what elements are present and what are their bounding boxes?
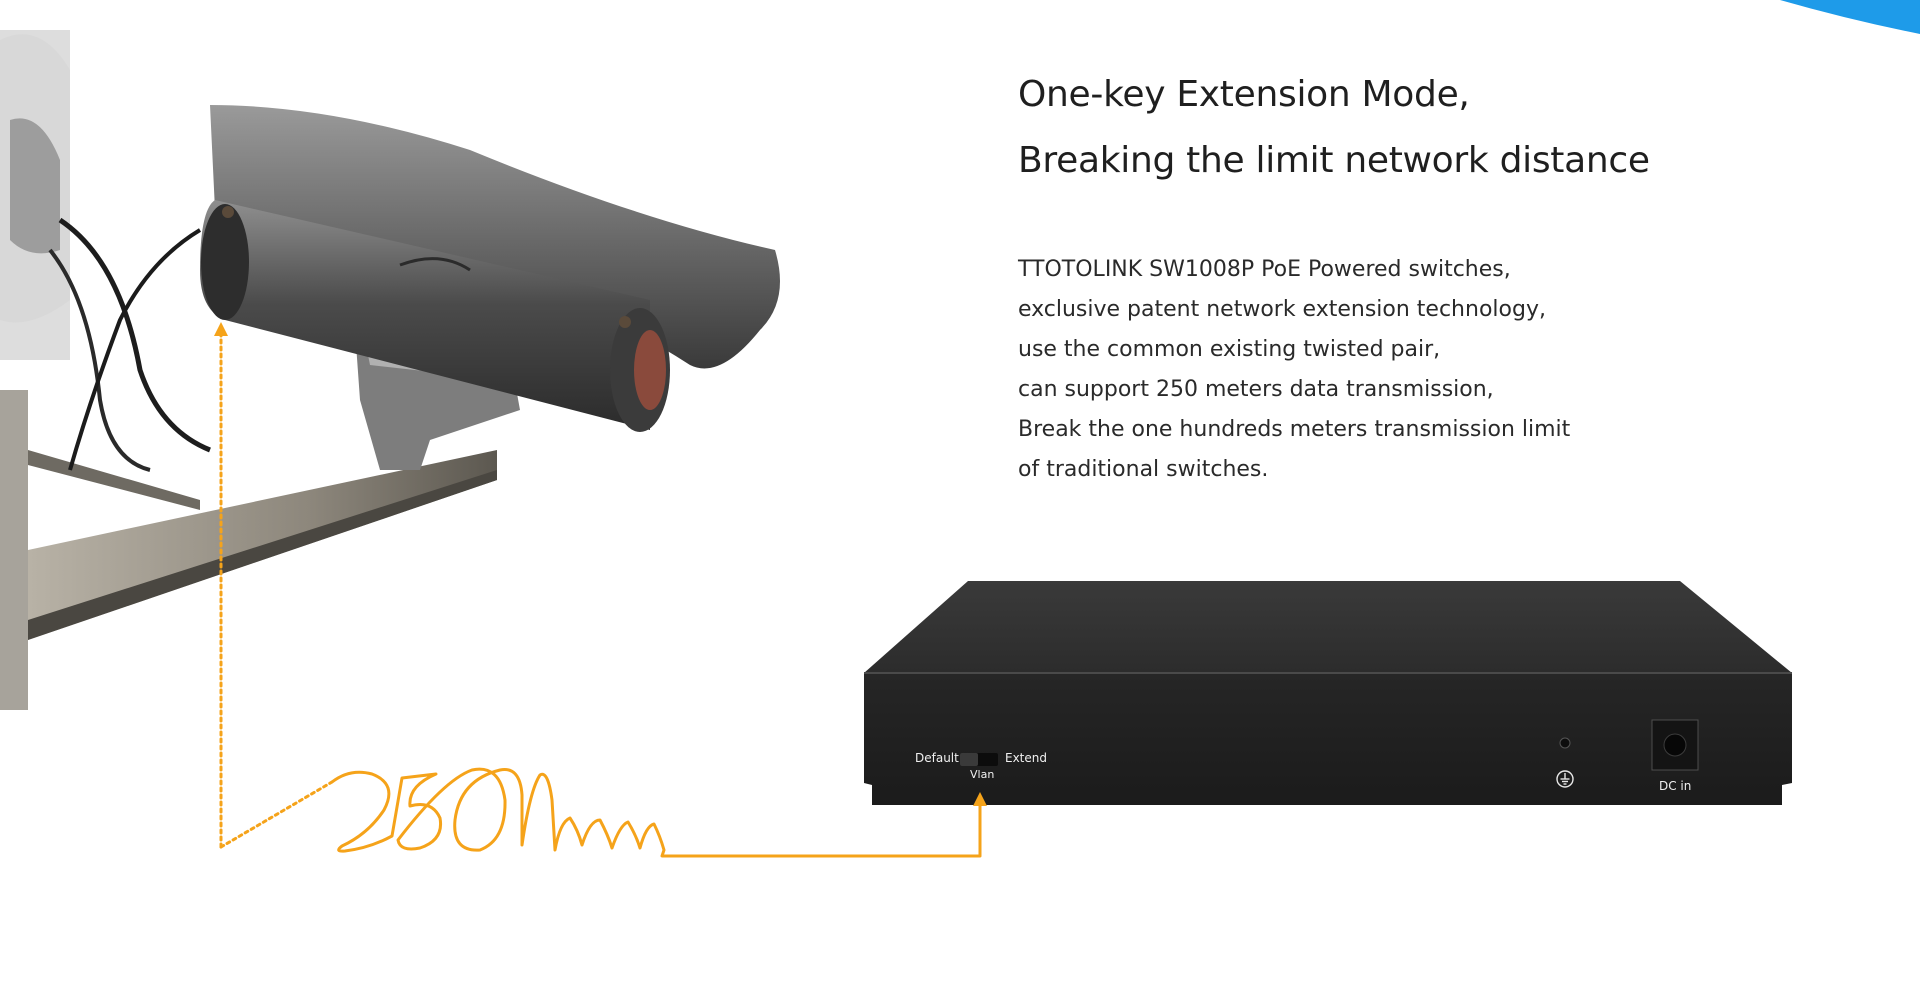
ground-icon [1556, 770, 1574, 788]
headline: One-key Extension Mode, Breaking the lim… [1018, 62, 1878, 194]
description-line: exclusive patent network extension techn… [1018, 297, 1546, 322]
description-line: TTOTOLINK SW1008P PoE Powered switches, [1018, 257, 1511, 282]
extend-label: Extend [1005, 751, 1047, 765]
headline-line-2: Breaking the limit network distance [1018, 140, 1650, 181]
poe-switch-image [864, 581, 1792, 805]
description-line: of traditional switches. [1018, 457, 1269, 482]
default-label: Default [915, 751, 959, 765]
dc-in-label: DC in [1659, 779, 1692, 793]
description-line: use the common existing twisted pair, [1018, 337, 1441, 362]
description-line: Break the one hundreds meters transmissi… [1018, 417, 1571, 442]
headline-line-1: One-key Extension Mode, [1018, 74, 1470, 115]
description-line: can support 250 meters data transmission… [1018, 377, 1494, 402]
security-camera-image [0, 30, 780, 710]
vlan-label: Vlan [970, 768, 995, 781]
description: TTOTOLINK SW1008P PoE Powered switches, … [1018, 250, 1898, 490]
corner-accent [1780, 0, 1920, 34]
